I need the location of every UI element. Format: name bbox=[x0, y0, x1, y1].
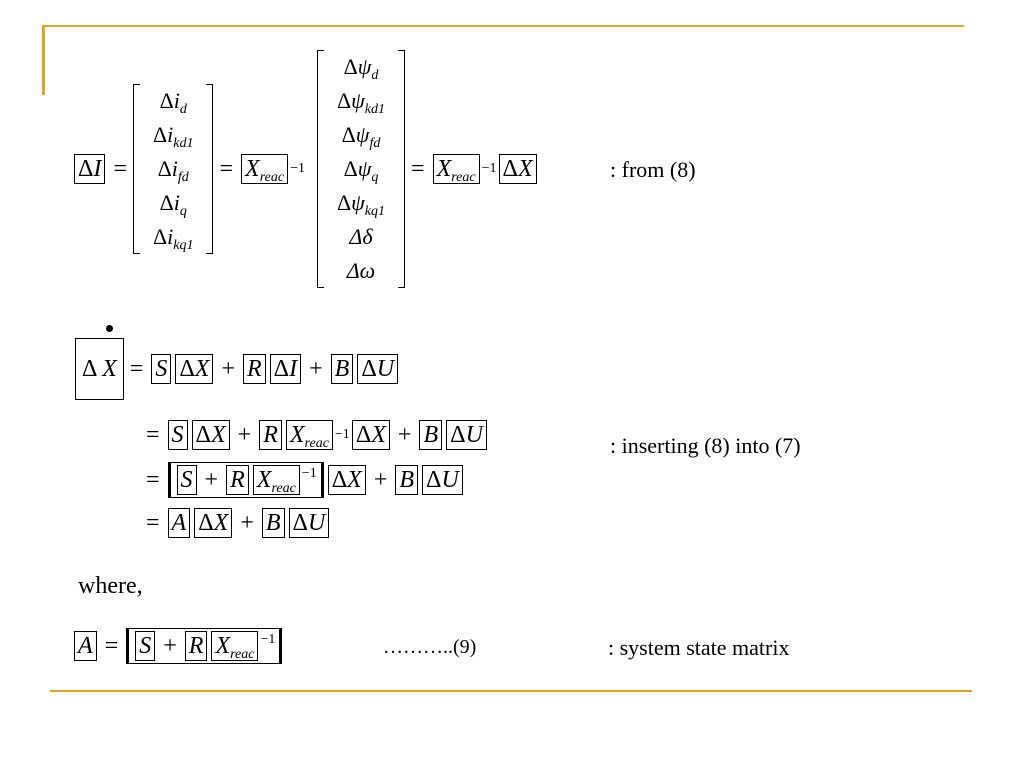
bottom-rule bbox=[50, 690, 972, 692]
current-entry: Δiq bbox=[159, 190, 187, 219]
equals-sign: = bbox=[146, 421, 160, 448]
delta-x-bracket: ΔX bbox=[194, 508, 233, 538]
plus-sign: + bbox=[221, 355, 235, 382]
delta-x-bracket: ΔX bbox=[498, 154, 537, 184]
plus-sign: + bbox=[373, 466, 388, 493]
current-column-vector: Δid Δikd1 Δifd Δiq Δikq1 bbox=[132, 84, 214, 254]
delta-i-bracket: ΔI bbox=[269, 354, 302, 384]
state-entry: Δψd bbox=[343, 54, 379, 83]
equals-sign: = bbox=[146, 466, 160, 493]
equation-current-vector: ΔI = Δid Δikd1 Δifd Δiq Δikq1 = Xreac−1 … bbox=[72, 50, 539, 288]
equals-sign: = bbox=[129, 355, 144, 382]
equals-sign: = bbox=[411, 155, 425, 182]
state-entry: Δδ bbox=[349, 224, 373, 249]
x-reac-bracket: Xreac bbox=[211, 631, 259, 662]
state-column-vector: Δψd Δψkd1 Δψfd Δψq Δψkq1 Δδ Δω bbox=[316, 50, 406, 288]
note-system-state-matrix: : system state matrix bbox=[608, 635, 790, 660]
current-entry: Δid bbox=[159, 88, 187, 117]
current-entry: Δifd bbox=[157, 156, 189, 185]
equation-number-9: ………..(9) bbox=[383, 636, 477, 658]
plus-sign: + bbox=[163, 633, 177, 659]
b-matrix: B bbox=[330, 354, 354, 384]
b-matrix: B bbox=[395, 465, 419, 495]
left-rule bbox=[42, 25, 45, 95]
x-reac-bracket: Xreac bbox=[285, 420, 333, 451]
state-entry: Δω bbox=[346, 258, 376, 283]
inverse-exponent: −1 bbox=[301, 466, 317, 481]
plus-sign: + bbox=[309, 355, 323, 382]
x-reac-bracket: Xreac bbox=[252, 465, 300, 496]
plus-sign: + bbox=[204, 467, 219, 493]
x-reac-bracket: Xreac bbox=[432, 154, 480, 185]
delta-u-bracket: ΔU bbox=[357, 354, 399, 384]
state-entry: Δψkd1 bbox=[336, 88, 386, 117]
delta-x-bracket: ΔX bbox=[191, 420, 230, 450]
current-entry: Δikq1 bbox=[152, 224, 194, 253]
plus-sign: + bbox=[240, 509, 254, 536]
a-matrix: A bbox=[167, 508, 191, 538]
plus-sign: + bbox=[237, 421, 252, 448]
plus-sign: + bbox=[397, 421, 412, 448]
r-matrix: R bbox=[259, 420, 282, 450]
a-matrix: A bbox=[74, 631, 97, 661]
equals-sign: = bbox=[113, 155, 127, 182]
state-entry: Δψq bbox=[343, 156, 379, 185]
r-matrix: R bbox=[242, 354, 266, 384]
b-matrix: B bbox=[261, 508, 285, 538]
delta-u-bracket: ΔU bbox=[422, 465, 463, 495]
delta-x-dot-bracket: Δ X bbox=[75, 325, 124, 400]
delta-x-bracket: ΔX bbox=[327, 465, 366, 495]
s-matrix: S bbox=[151, 354, 172, 384]
where-label: where, bbox=[78, 573, 143, 599]
r-matrix: R bbox=[226, 465, 249, 495]
delta-u-bracket: ΔU bbox=[288, 508, 330, 538]
delta-u-bracket: ΔU bbox=[446, 420, 487, 450]
note-from-8: : from (8) bbox=[610, 157, 696, 182]
delta-x-bracket: ΔX bbox=[351, 420, 390, 450]
state-entry: Δψfd bbox=[341, 122, 381, 151]
x-reac-bracket: Xreac bbox=[241, 154, 289, 185]
top-rule bbox=[42, 25, 964, 27]
delta-i-bracket: ΔI bbox=[74, 154, 106, 184]
delta-x-bracket: ΔX bbox=[175, 354, 214, 384]
note-inserting-8-into-7: : inserting (8) into (7) bbox=[610, 433, 801, 458]
inverse-exponent: −1 bbox=[260, 632, 276, 647]
r-matrix: R bbox=[184, 631, 208, 661]
s-matrix: S bbox=[135, 631, 156, 661]
current-entry: Δikd1 bbox=[152, 122, 194, 151]
equals-sign: = bbox=[104, 632, 119, 659]
equals-sign: = bbox=[146, 509, 160, 536]
b-matrix: B bbox=[419, 420, 443, 450]
state-entry: Δψkq1 bbox=[336, 190, 386, 219]
s-matrix: S bbox=[167, 420, 188, 450]
equals-sign: = bbox=[219, 155, 234, 182]
s-matrix: S bbox=[176, 465, 197, 495]
